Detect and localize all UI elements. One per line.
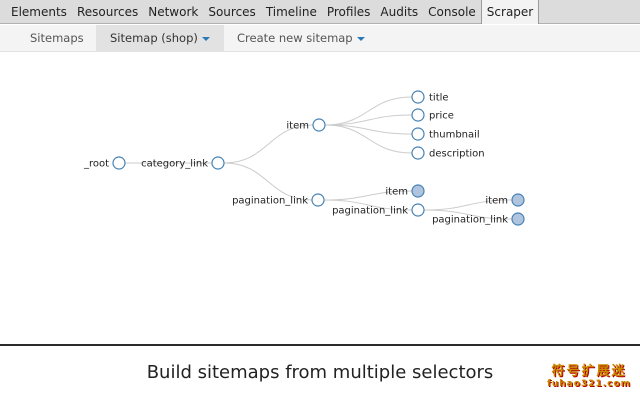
tab-timeline[interactable]: Timeline (265, 4, 317, 19)
edge-item1-description (324, 124, 413, 154)
node-label: item (385, 187, 408, 198)
node-circle[interactable] (511, 193, 525, 207)
node-label: pagination_link (232, 196, 308, 207)
node-circle[interactable] (411, 203, 425, 217)
node-item2[interactable]: item (385, 184, 425, 198)
edge-pagination1-pagination2 (323, 199, 413, 211)
node-circle[interactable] (112, 156, 126, 170)
watermark-url: fuhao321.com (546, 379, 632, 389)
current-sitemap-dropdown[interactable]: Sitemap (shop) (96, 25, 224, 52)
node-category_link[interactable]: category_link (141, 156, 225, 170)
caption-text: Build sitemaps from multiple selectors (146, 362, 494, 383)
node-circle[interactable] (312, 118, 326, 132)
edge-pagination2-item3 (423, 199, 513, 211)
tab-scraper[interactable]: Scraper (480, 0, 540, 24)
current-sitemap-label: Sitemap (shop) (110, 31, 198, 45)
sitemaps-link[interactable]: Sitemaps (30, 25, 84, 52)
chevron-down-icon (356, 36, 365, 41)
watermark-logo: 符号扩展迷 fuhao321.com (546, 360, 632, 389)
node-circle[interactable] (411, 146, 425, 160)
node-label: title (429, 93, 449, 104)
sitemaps-label: Sitemaps (30, 31, 84, 45)
edge-category_link-item1 (223, 124, 314, 164)
node-label: item (485, 196, 508, 207)
scraper-subnav: Sitemaps Sitemap (shop) Create new sitem… (0, 25, 640, 52)
tab-profiles[interactable]: Profiles (326, 4, 371, 19)
node-label: price (429, 111, 454, 122)
node-thumbnail[interactable]: thumbnail (411, 127, 480, 141)
edge-pagination2-pagination3 (423, 209, 513, 220)
node-circle[interactable] (511, 212, 525, 226)
node-label: thumbnail (429, 130, 480, 141)
node-label: category_link (141, 159, 208, 170)
devtools-tab-bar: Elements Resources Network Sources Timel… (0, 0, 640, 24)
create-sitemap-dropdown[interactable]: Create new sitemap (237, 25, 365, 52)
node-item1[interactable]: item (286, 118, 326, 132)
tab-elements[interactable]: Elements (11, 4, 67, 19)
node-label: pagination_link (332, 206, 408, 217)
edge-item1-price (324, 114, 413, 126)
node-circle[interactable] (411, 127, 425, 141)
edge-pagination1-item2 (323, 190, 413, 201)
node-title[interactable]: title (411, 90, 449, 104)
node-item3[interactable]: item (485, 193, 525, 207)
node-circle[interactable] (411, 90, 425, 104)
chevron-down-icon (201, 36, 210, 41)
node-circle[interactable] (311, 193, 325, 207)
node-label: _root (83, 159, 109, 170)
node-circle[interactable] (411, 184, 425, 198)
tab-audits[interactable]: Audits (380, 4, 419, 19)
node-pagination3[interactable]: pagination_link (432, 212, 525, 226)
graph-edges (125, 96, 513, 220)
tab-network[interactable]: Network (148, 4, 199, 19)
node-label: description (429, 149, 485, 160)
tab-sources[interactable]: Sources (208, 4, 256, 19)
node-circle[interactable] (411, 108, 425, 122)
node-root[interactable]: _root (83, 156, 126, 170)
node-price[interactable]: price (411, 108, 454, 122)
node-pagination2[interactable]: pagination_link (332, 203, 425, 217)
edge-category_link-pagination1 (223, 162, 313, 201)
tab-console[interactable]: Console (428, 4, 476, 19)
node-pagination1[interactable]: pagination_link (232, 193, 325, 207)
node-label: item (286, 121, 309, 132)
node-description[interactable]: description (411, 146, 485, 160)
tab-resources[interactable]: Resources (76, 4, 139, 19)
create-sitemap-label: Create new sitemap (237, 31, 353, 45)
node-circle[interactable] (211, 156, 225, 170)
edge-item1-title (324, 96, 413, 126)
node-label: pagination_link (432, 215, 508, 226)
caption-divider (0, 344, 640, 346)
watermark-text: 符号扩展迷 (551, 364, 627, 379)
edge-item1-thumbnail (324, 124, 413, 135)
